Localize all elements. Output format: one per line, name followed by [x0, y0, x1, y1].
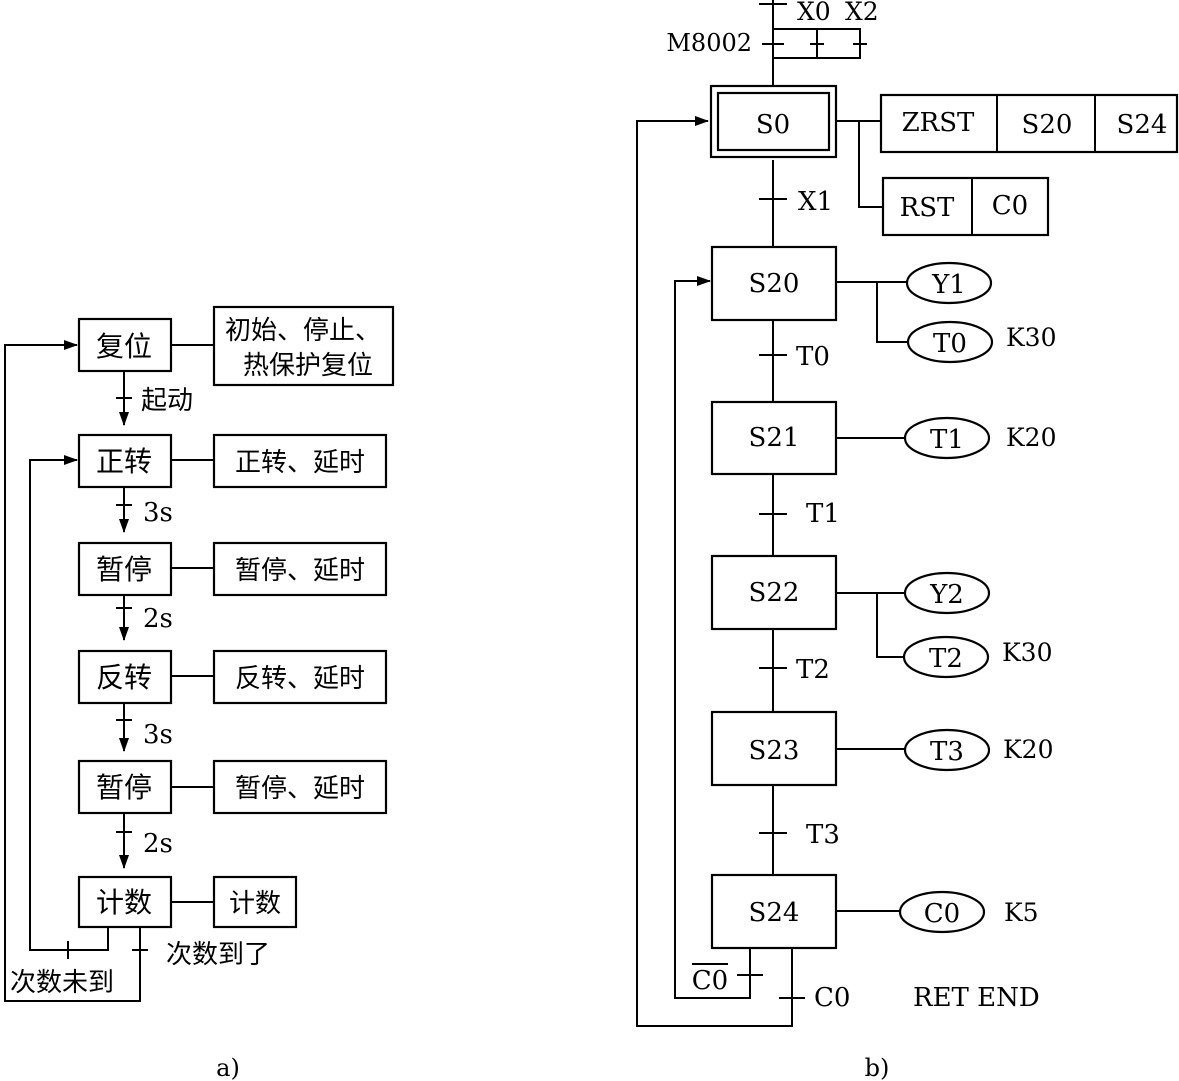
step-label-s23: S23	[749, 736, 800, 766]
coil-k-t0: K30	[1006, 323, 1057, 352]
initial-action-row2-box	[881, 176, 1050, 237]
action-box-a3	[212, 541, 388, 597]
step-label-a6: 计数	[96, 886, 152, 919]
figure-b: X0 X2 M8002 S0 ZRST S20 S24	[636, 0, 1179, 1081]
action-box-a5	[212, 759, 388, 815]
contact-label-x0: X0	[797, 0, 831, 26]
branch-label-c0: C0	[814, 983, 850, 1013]
coil-k-t1: K20	[1006, 423, 1057, 452]
action-box-a2	[212, 433, 388, 489]
initial-action-row1-box	[879, 93, 1179, 154]
step-box-a5	[77, 759, 173, 815]
step-label-s20: S20	[749, 269, 800, 299]
step-box-a1	[77, 317, 173, 373]
contact-label-m8002: M8002	[666, 29, 752, 57]
coil-label-t1: T1	[930, 425, 964, 455]
coil-y2	[903, 571, 991, 615]
step-box-s23	[710, 710, 838, 787]
loop-line-reached	[4, 340, 141, 1002]
action-box-a1	[212, 305, 395, 387]
action-label-a5: 暂停、延时	[235, 774, 365, 804]
transition-label-a4: 3s	[143, 720, 173, 750]
step-label-s24: S24	[749, 898, 800, 928]
transition-label-a3: 2s	[143, 604, 173, 634]
transition-label-a2: 3s	[143, 498, 173, 528]
action-label-a1-line2: 热保护复位	[243, 351, 373, 381]
loop-line-to-s20	[674, 276, 751, 999]
step-box-s20	[710, 245, 838, 322]
initial-action-rst: RST	[900, 193, 955, 223]
step-box-a4	[77, 649, 173, 705]
step-label-a3: 暂停	[96, 553, 152, 586]
coil-k-c0: K5	[1004, 898, 1039, 927]
transition-label-t2: T2	[796, 655, 830, 685]
step-label-a2: 正转	[96, 445, 152, 478]
step-label-s21: S21	[749, 423, 800, 453]
coil-k-t3: K20	[1003, 735, 1054, 764]
step-box-a6	[77, 875, 173, 929]
step-label-s22: S22	[749, 578, 800, 608]
step-box-a3	[77, 541, 173, 597]
step-box-s24	[710, 873, 838, 950]
initial-action-zrst: ZRST	[902, 108, 975, 138]
figure-a: 复位 正转 暂停 反转 暂停 计数 初始、停止、 热保护复位 正转、延时 暂停、…	[4, 305, 395, 1081]
coil-y1	[905, 261, 993, 305]
coil-t3	[903, 728, 991, 772]
initial-action-link-2	[858, 121, 883, 208]
initial-action-s20: S20	[1022, 110, 1073, 140]
action-label-a1-line1: 初始、停止、	[225, 316, 381, 346]
action-label-a4: 反转、延时	[235, 664, 365, 694]
branch-label-c0-not: C0	[692, 966, 728, 996]
action-label-a3: 暂停、延时	[235, 556, 365, 586]
figure-b-caption: b)	[865, 1054, 890, 1081]
coil-t2	[902, 635, 990, 679]
loop-label-not-reached: 次数未到	[10, 968, 114, 998]
end-text: RET END	[913, 983, 1040, 1013]
transition-label-t0: T0	[796, 342, 830, 372]
coil-link-t2	[876, 593, 905, 658]
step-label-a4: 反转	[96, 661, 152, 694]
loop-label-reached: 次数到了	[166, 940, 270, 970]
coil-c0	[898, 890, 986, 934]
step-label-a1: 复位	[96, 330, 152, 363]
initial-step-inner-box	[716, 91, 831, 152]
action-label-a2: 正转、延时	[235, 448, 365, 478]
coil-label-y2: Y2	[929, 580, 964, 610]
loop-line-to-s0	[636, 116, 793, 1027]
initial-action-s24: S24	[1117, 110, 1168, 140]
coil-t0	[906, 320, 994, 364]
figure-a-caption: a)	[216, 1054, 240, 1081]
action-label-a6: 计数	[229, 889, 281, 919]
action-box-a6	[212, 875, 298, 929]
transition-label-a5: 2s	[143, 829, 173, 859]
coil-label-t2: T2	[929, 644, 963, 674]
loop-line-not-reached	[29, 455, 109, 951]
initial-action-c0: C0	[992, 191, 1028, 221]
transition-label-a1: 起动	[141, 386, 193, 416]
coil-label-y1: Y1	[931, 270, 966, 300]
coil-k-t2: K30	[1002, 638, 1053, 667]
step-label-a5: 暂停	[96, 771, 152, 804]
contact-label-x2: X2	[845, 0, 879, 26]
transition-label-x1: X1	[798, 187, 833, 217]
coil-label-c0: C0	[924, 899, 960, 929]
transition-label-t1: T1	[806, 499, 840, 529]
transition-label-t3: T3	[806, 820, 840, 850]
action-box-a4	[212, 649, 388, 705]
coil-link-t0	[876, 282, 908, 343]
coil-t1	[903, 416, 991, 460]
coil-label-t0: T0	[933, 329, 967, 359]
step-box-a2	[77, 433, 173, 489]
initial-step-label: S0	[756, 110, 790, 140]
coil-label-t3: T3	[930, 737, 964, 767]
